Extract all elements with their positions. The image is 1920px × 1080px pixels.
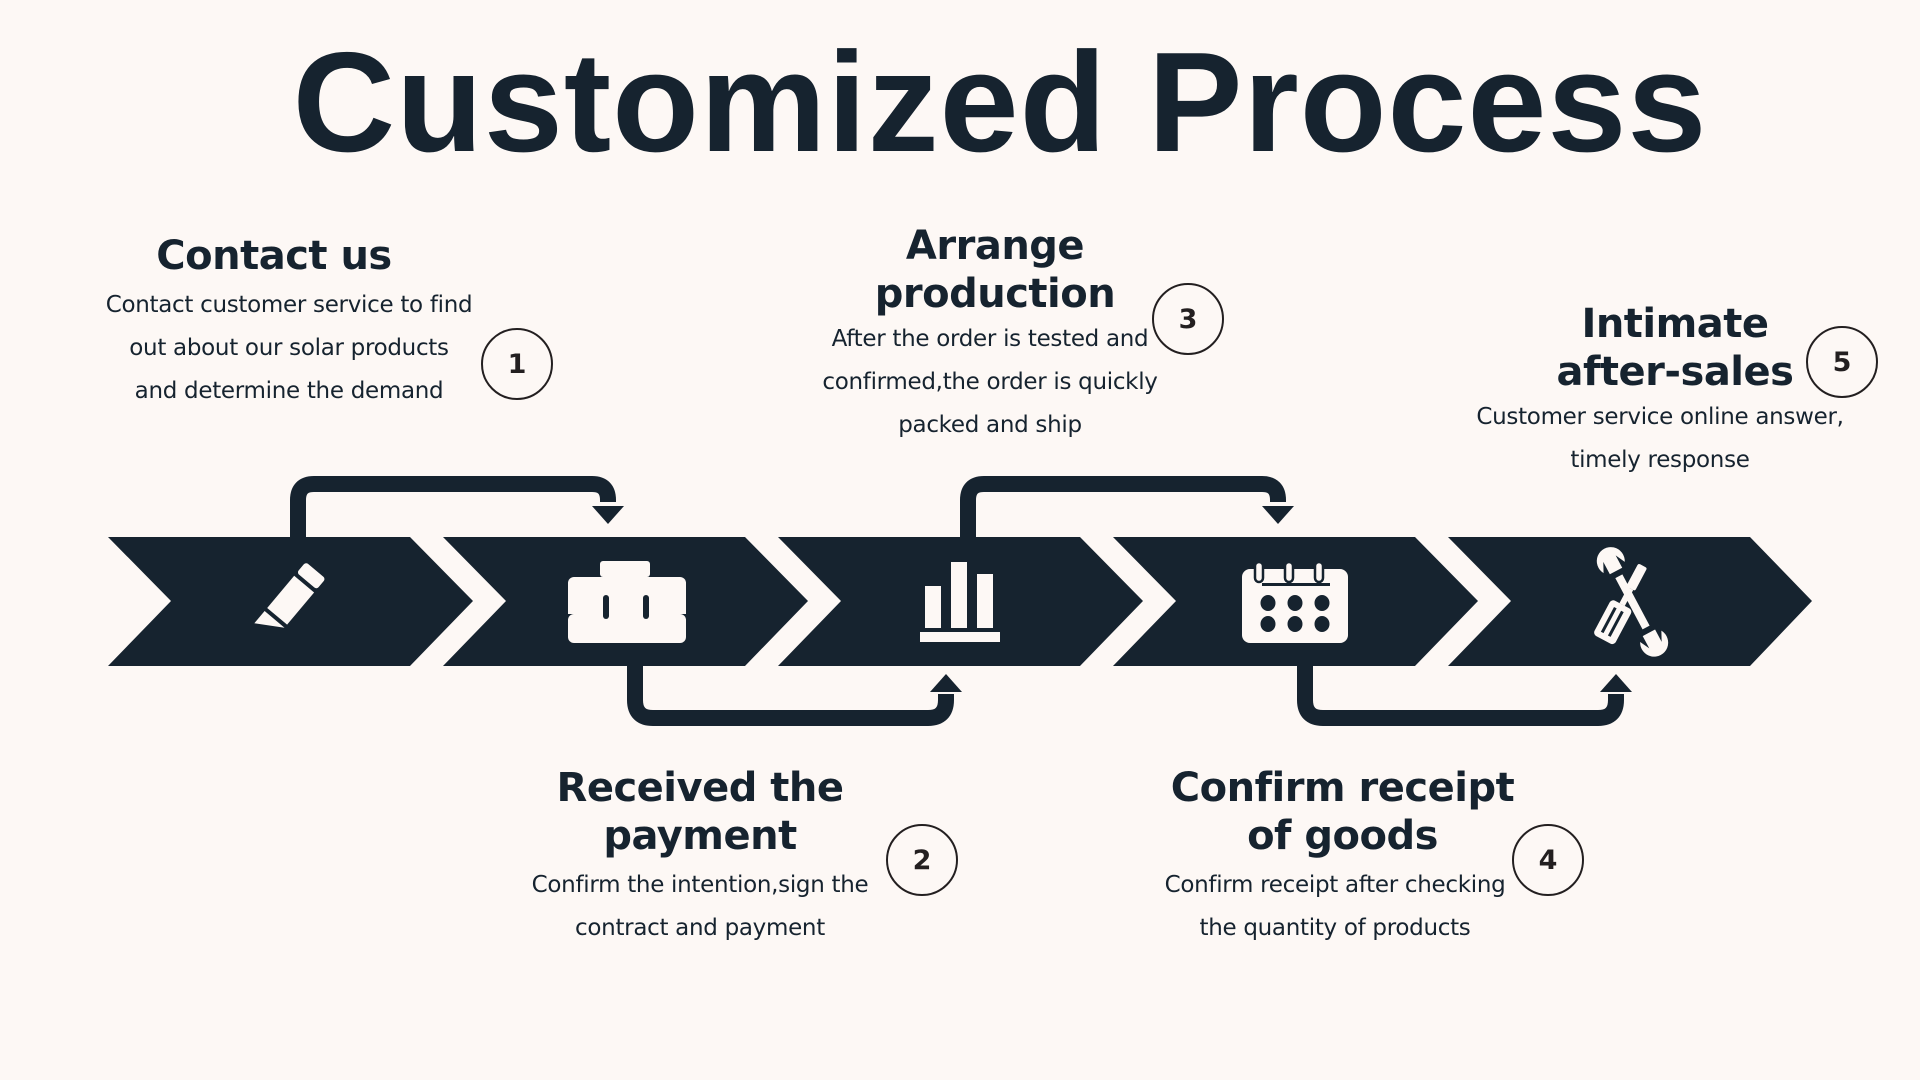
arrow-head-up-3 [930, 674, 962, 692]
page-title: Customized Process [292, 23, 1708, 182]
pencil-icon [254, 563, 325, 628]
arrow-head-up-5 [1600, 674, 1632, 692]
step-4: Confirm receipt of goods Confirm receipt… [1140, 764, 1530, 950]
arrow-head-down-4 [1262, 506, 1294, 524]
briefcase-icon [568, 561, 686, 643]
calendar-icon [1242, 560, 1348, 643]
step-3-number-badge: 3 [1152, 283, 1224, 355]
bar-chart-icon [920, 562, 1000, 642]
step-3-description: After the order is tested and confirmed,… [822, 326, 1158, 438]
connector-1-2 [290, 476, 616, 540]
step-2-number-badge: 2 [886, 824, 958, 896]
step-1-number-badge: 1 [481, 328, 553, 400]
step-2-title: Received the payment [556, 765, 844, 859]
step-3-title: Arrange production [874, 223, 1116, 317]
step-1-description: Contact customer service to find out abo… [105, 292, 473, 404]
connector-3-4 [960, 476, 1286, 540]
step-4-description: Confirm receipt after checking the quant… [1164, 872, 1506, 941]
arrow-head-down-2 [592, 506, 624, 524]
step-5-description: Customer service online answer, timely r… [1476, 404, 1844, 473]
connector-4-5 [1297, 666, 1624, 726]
step-4-title: Confirm receipt of goods [1170, 765, 1515, 859]
step-2: Received the payment Confirm the intenti… [505, 764, 895, 950]
step-4-number-badge: 4 [1512, 824, 1584, 896]
connector-2-3 [627, 666, 954, 726]
step-5-title: Intimate after-sales [1556, 301, 1794, 395]
step-3: Arrange production After the order is te… [800, 222, 1180, 447]
step-5-number-badge: 5 [1806, 326, 1878, 398]
step-5: Intimate after-sales Customer service on… [1460, 300, 1860, 482]
step-2-description: Confirm the intention,sign the contract … [531, 872, 869, 941]
tools-icon [1594, 547, 1669, 657]
step-1-title: Contact us [156, 233, 392, 279]
step-1: Contact us Contact customer service to f… [84, 232, 494, 413]
